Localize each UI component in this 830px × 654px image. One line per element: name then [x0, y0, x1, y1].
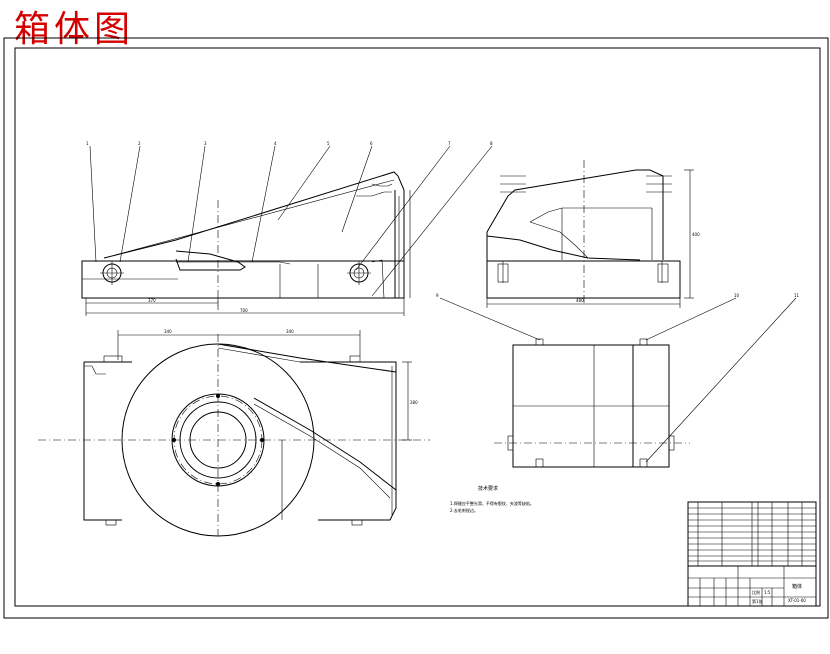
leader-label: 2	[138, 141, 141, 146]
leader-label: 1	[86, 141, 89, 146]
notes-line-2: 2.去毛刺锐边。	[450, 507, 478, 513]
leader-label: 6	[370, 141, 373, 146]
sheet-label: 第1张	[752, 598, 763, 604]
front-leaders: 1 2 3 4 5 6 7 8	[86, 141, 493, 297]
notes-line-1: 1.焊缝应平整光滑，不得有裂纹、夹渣等缺陷。	[450, 500, 534, 506]
dim-plan-left: 340	[164, 329, 172, 334]
leader-label: 3	[204, 141, 207, 146]
drawing-name: 箱体	[792, 583, 802, 590]
plan-view: 340 340 280	[38, 329, 430, 537]
dim-plan-right: 340	[286, 329, 294, 334]
notes-heading: 技术要求	[478, 485, 498, 492]
drawing-title: 箱体图	[14, 9, 135, 50]
title-block: 箱体 XT-01-00 比例 1:5 第1张	[687, 501, 817, 607]
scale-label: 比例	[752, 589, 760, 595]
dim-front-left: 370	[148, 298, 156, 303]
end-view: 9 10 11	[436, 293, 800, 468]
drawing-number: XT-01-00	[788, 598, 806, 603]
leader-label: 9	[436, 293, 439, 298]
dim-plan-height: 280	[410, 400, 418, 405]
dim-side-width: 480	[576, 298, 584, 303]
sheet-outer-border	[3, 37, 829, 619]
leader-label: 7	[448, 141, 451, 146]
side-view: 480 400	[486, 160, 700, 308]
leader-label: 10	[734, 293, 740, 298]
sheet-inner-border	[14, 47, 821, 607]
front-view: 370 700	[81, 171, 411, 316]
dim-side-height: 400	[692, 232, 700, 237]
leader-label: 4	[274, 141, 277, 146]
leader-label: 8	[490, 141, 493, 146]
leader-label: 11	[794, 293, 800, 298]
technical-notes: 技术要求 1.焊缝应平整光滑，不得有裂纹、夹渣等缺陷。 2.去毛刺锐边。	[450, 485, 534, 513]
leader-label: 5	[327, 141, 330, 146]
scale-value: 1:5	[764, 590, 771, 595]
dim-front-total: 700	[240, 308, 248, 313]
